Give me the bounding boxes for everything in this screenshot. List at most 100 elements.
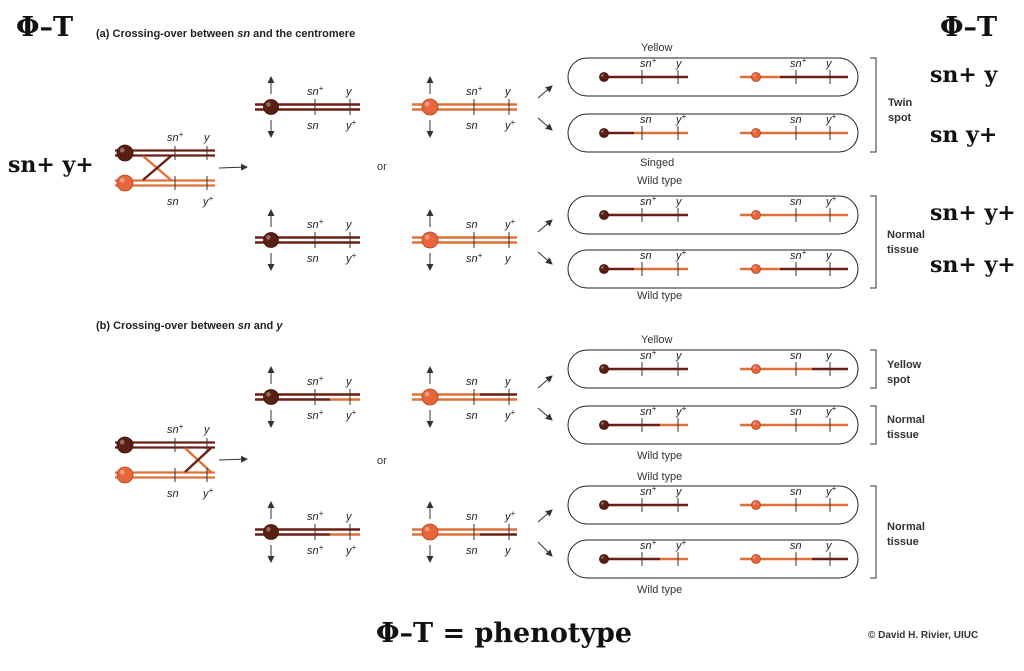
cell-a3-label-left-2: y — [675, 196, 683, 208]
parent-a-cross-dark — [142, 155, 172, 181]
parent-b-arrow — [218, 455, 248, 463]
meta-a1-label-top-left: sn+ — [307, 84, 324, 98]
meta-b4-label-bottom-right: y — [504, 545, 512, 557]
cell-a4-centromere-left-highlight — [601, 266, 604, 269]
phenotype-b-wildtype-3: Wild type — [637, 584, 683, 596]
cell-a3-centromere-left — [599, 210, 609, 220]
meta-a3-centromere — [263, 232, 279, 248]
meta-b1-label-top-left: sn+ — [307, 374, 324, 388]
meta-a2-label-bottom-left: sn — [466, 120, 478, 132]
bracket-normal-tissue-b2-line2: tissue — [887, 536, 919, 548]
cell-a1-label-left-2: y — [675, 58, 683, 70]
bracket-normal-tissue-a-line2: tissue — [887, 244, 919, 256]
cell-b1-centromere-left-highlight — [601, 366, 604, 369]
bracket-twin-spot: Twin spot — [888, 96, 912, 126]
meta-b3-label-top-left: sn+ — [307, 509, 324, 523]
phenotype-b-wildtype-1: Wild type — [637, 450, 683, 462]
meta-a2-centromere-highlight — [424, 101, 430, 107]
meta-a4-centromere-highlight — [424, 234, 430, 240]
meta-a3-label-top-right: y — [345, 219, 353, 231]
meta-a3-label-bottom-left: sn — [307, 253, 319, 265]
cell-b1-label-right-2: y — [825, 350, 833, 362]
meta-a3-centromere-highlight — [266, 235, 271, 240]
section-a-gene: sn — [237, 28, 251, 40]
split-arrow-b1 — [537, 375, 553, 389]
parent-a-label-y-plus: y+ — [202, 194, 214, 208]
cell-b4-centromere-right-highlight — [753, 556, 756, 559]
meta-b3-centromere — [263, 524, 279, 540]
meta-b4-label-top-right: y+ — [504, 509, 516, 523]
cell-a4-label-left-2: y+ — [675, 248, 687, 262]
genotype-label-2: sn y+ — [930, 122, 998, 148]
genotype-label-3: sn+ y+ — [930, 200, 1016, 226]
meta-a4-label-top-right: y+ — [504, 217, 516, 231]
cell-b2-label-left-2: y+ — [675, 404, 687, 418]
meta-b2-label-top-left: sn — [466, 376, 478, 388]
bracket-b-normal1 — [870, 405, 877, 445]
parent-a-label-sn-plus: sn+ — [167, 130, 184, 144]
cell-a2-centromere-right — [751, 128, 761, 138]
or-label-b: or — [377, 455, 387, 467]
meta-b1-centromere — [263, 389, 279, 405]
meta-a2-label-top-right: y — [504, 86, 512, 98]
parent-a-arrow — [218, 163, 248, 171]
bracket-normal-tissue-b1-line1: Normal — [887, 414, 925, 426]
meta-b4-label-bottom-left: sn — [466, 545, 478, 557]
cell-b2-centromere-left — [599, 420, 609, 430]
parent-a-label-y: y — [203, 132, 211, 144]
meta-a1-centromere — [263, 99, 279, 115]
cell-b1-label-right-1: sn — [790, 350, 802, 362]
section-b-gene2: y — [276, 320, 283, 332]
meta-a3-label-top-left: sn+ — [307, 217, 324, 231]
phenotype-a-singed: Singed — [640, 157, 675, 169]
cell-b2-label-right-1: sn — [790, 406, 802, 418]
cell-a1-outline — [567, 57, 859, 97]
cell-a3-centromere-right-highlight — [753, 212, 756, 215]
parent-a-centromere-top — [116, 144, 134, 162]
meta-a1-centromere-highlight — [266, 102, 271, 107]
cell-a4-centromere-right — [751, 264, 761, 274]
cell-b4-label-left-2: y+ — [675, 538, 687, 552]
meta-a2-label-top-left: sn+ — [466, 84, 483, 98]
bracket-a-normal — [870, 195, 877, 289]
cell-a3-label-right-2: y+ — [825, 194, 837, 208]
cell-a2-centromere-right-highlight — [753, 130, 756, 133]
parent-b-centromere-top — [116, 436, 134, 454]
section-a-suffix: and the centromere — [250, 28, 356, 40]
section-b-gene1: sn — [237, 320, 251, 332]
section-a-prefix: (a) Crossing-over between — [96, 28, 238, 40]
phenotype-b-yellow: Yellow — [641, 334, 673, 346]
bracket-yellow-spot-line1: Yellow — [887, 359, 922, 371]
parent-a-label-sn: sn — [167, 196, 179, 208]
cell-a4-label-right-2: y — [825, 250, 833, 262]
cell-a2-centromere-left-highlight — [601, 130, 604, 133]
meta-b2-label-top-right: y — [504, 376, 512, 388]
parent-b-label-y-plus: y+ — [202, 486, 214, 500]
meta-b1-label-bottom-left: sn+ — [307, 408, 324, 422]
bracket-b-normal2 — [870, 485, 877, 579]
cell-a2-label-left-1: sn — [640, 114, 652, 126]
cell-a1-centromere-left-highlight — [601, 74, 604, 77]
section-a-heading: (a) Crossing-over between sn and the cen… — [96, 28, 355, 40]
bracket-twin-spot-line1: Twin — [888, 97, 913, 109]
split-arrow-a1 — [537, 85, 553, 99]
cell-b3-outline — [567, 485, 859, 525]
cell-b3-label-right-1: sn — [790, 486, 802, 498]
phenotype-b-wildtype-2: Wild type — [637, 471, 683, 483]
cell-a3-outline — [567, 195, 859, 235]
cell-a4-centromere-left — [599, 264, 609, 274]
cell-b3-centromere-right — [751, 500, 761, 510]
bracket-twin-spot-line2: spot — [888, 112, 912, 124]
cell-a4-label-left-1: sn — [640, 250, 652, 262]
bracket-a-twin — [870, 57, 877, 153]
split-arrow-b3 — [537, 509, 553, 523]
genotype-label-4: sn+ y+ — [930, 252, 1016, 278]
split-arrow-b4 — [537, 541, 553, 557]
split-arrow-b2 — [537, 407, 553, 421]
meta-a4-centromere — [421, 231, 439, 249]
phenotype-a-wildtype-2: Wild type — [637, 290, 683, 302]
cell-a1-centromere-right — [751, 72, 761, 82]
meta-b2-label-bottom-right: y+ — [504, 408, 516, 422]
meta-b3-label-top-right: y — [345, 511, 353, 523]
cell-a2-outline — [567, 113, 859, 153]
